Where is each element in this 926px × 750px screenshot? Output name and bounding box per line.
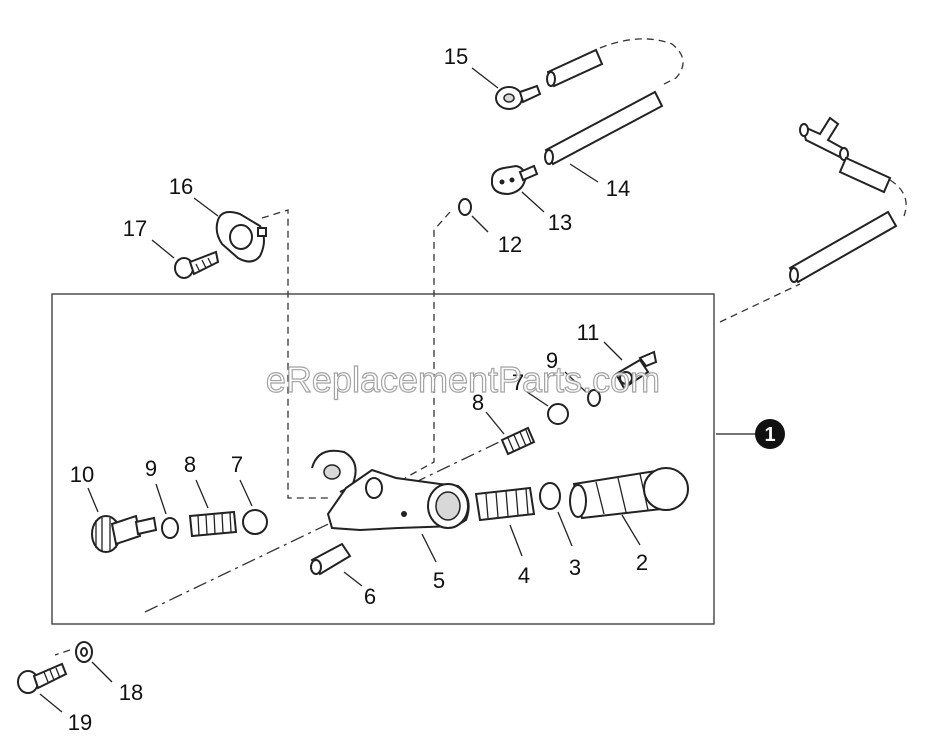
part-16-gasket [215,211,267,263]
callout-9-left: 9 [145,456,157,481]
leader-12 [471,215,489,233]
part-7-ball-right [547,403,569,425]
part-19-screw [17,662,68,694]
kit-enclosure-box [51,293,715,625]
callout-19: 19 [68,710,92,735]
callout-17: 17 [123,216,147,241]
callout-16: 16 [169,174,193,199]
callout-9-right: 9 [546,348,558,373]
leader-11 [603,341,623,361]
leader-7-left [239,479,253,507]
callout-5: 5 [433,568,445,593]
callout-13: 13 [548,210,572,235]
part-11-fitting [614,350,658,390]
part-12-o-ring [458,198,472,216]
part-5-valve-body [311,449,470,532]
leader-9-left [155,483,167,515]
leader-8-left [195,479,209,509]
callout-2: 2 [636,550,648,575]
callout-8-left: 8 [184,452,196,477]
leader-15 [471,67,499,89]
leader-7-right [526,391,549,407]
part-13-fitting [491,164,539,196]
leader-16 [193,197,219,217]
part-7-ball-left [242,509,268,535]
part-2-filter-cage [569,467,689,520]
leader-14 [569,163,599,183]
part-17-screw [174,250,220,279]
assembly-line-12 [404,211,451,479]
leader-17 [151,239,175,259]
callout-12: 12 [498,232,522,257]
callout-6: 6 [364,584,376,609]
leader-8-right [485,411,505,435]
callout-15: 15 [444,44,468,69]
part-6-pin [310,542,352,576]
part-9-o-ring-right [587,389,601,407]
callout-4: 4 [518,563,530,588]
assembly-line-18 [54,649,71,656]
part-3-o-ring [539,482,561,510]
callout-11: 11 [577,320,600,345]
leader-18 [91,661,113,683]
part-18-washer [75,641,93,663]
kit-badge-icon [755,419,785,449]
leader-3 [557,511,573,547]
leader-6 [343,571,363,587]
assembly-line-hose [719,283,801,323]
part-15-banjo-fitting [495,84,542,110]
leader-2 [621,514,641,546]
leader-4 [509,524,523,557]
callout-7-right: 7 [512,370,524,395]
part-9-o-ring-left [161,517,179,539]
kit-callout: 1 [764,424,775,446]
part-14-hose-upper [544,38,684,166]
part-8-spring-right [500,426,536,456]
y-connector-hose [788,116,907,284]
part-10-valve-cap [91,514,158,553]
watermark-text: eReplacementParts.com [266,359,660,400]
part-4-spring [474,486,536,522]
callout-3: 3 [569,555,581,580]
callout-18: 18 [119,680,143,705]
callout-8-right: 8 [472,390,484,415]
callout-7-left: 7 [231,452,243,477]
assembly-line-16 [261,209,332,499]
leader-10 [87,487,99,513]
callout-10: 10 [70,462,94,487]
leader-9-right [564,371,587,393]
part-8-spring-left [188,510,238,538]
leader-19 [39,693,63,713]
callout-14: 14 [606,176,630,201]
leader-13 [521,191,545,213]
leader-5 [421,533,437,563]
